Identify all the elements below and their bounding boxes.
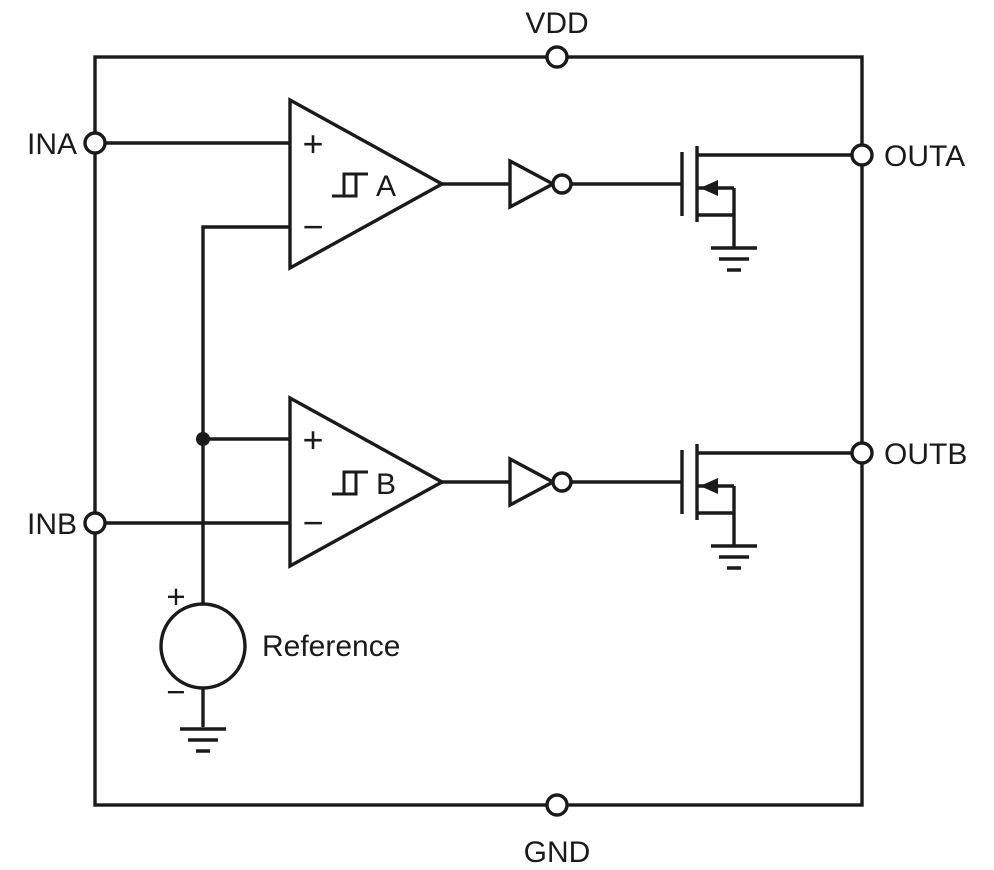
reference-label: Reference [262,630,400,663]
comparator-b: + − B [288,395,446,569]
mosfet-a-arrow-icon [700,180,718,196]
terminal-ina [83,131,107,155]
ic-boundary [93,55,864,807]
comparator-a-plus-sign: + [302,123,323,164]
mosfet-a [680,146,757,272]
mosfet-b [680,444,757,570]
inverter-b-bubble [551,471,573,493]
reference-circle [159,602,247,690]
ina-label: INA [27,128,77,161]
comparator-b-minus-sign: − [302,502,323,543]
comparator-a-triangle [288,97,446,271]
terminal-outb [850,441,874,465]
hysteresis-icon [332,470,368,496]
hysteresis-icon [332,172,368,198]
ground-symbol-b [711,544,757,570]
inb-label: INB [27,508,77,541]
terminal-gnd [545,793,569,817]
comparator-a-minus-sign: − [302,206,323,247]
vdd-label: VDD [525,7,588,40]
inverter-b-triangle [508,456,557,508]
mosfet-a-body [680,146,736,248]
inverter-a-bubble [551,173,573,195]
comparator-b-label: B [376,468,396,501]
terminal-vdd [545,45,569,69]
wire-a-inverting-to-reference [201,225,290,604]
comparator-b-plus-sign: + [302,419,323,460]
comparator-b-triangle [288,395,446,569]
outb-label: OUTB [884,438,967,471]
inverter-a [508,158,573,210]
inverter-a-triangle [508,158,557,210]
comparator-a: + − A [288,97,446,271]
mosfet-b-arrow-icon [700,478,718,494]
terminal-outa [850,143,874,167]
reference-source: + − Reference [159,578,400,753]
gnd-label: GND [524,836,591,869]
inverter-b [508,456,573,508]
terminal-inb [83,511,107,535]
ground-symbol-reference [180,727,226,753]
comparator-a-label: A [376,170,396,203]
outa-label: OUTA [884,140,965,173]
reference-minus-sign: − [166,673,185,710]
junction-dot [196,432,210,446]
mosfet-b-body [680,444,736,546]
ground-symbol-a [711,246,757,272]
reference-plus-sign: + [166,578,185,615]
